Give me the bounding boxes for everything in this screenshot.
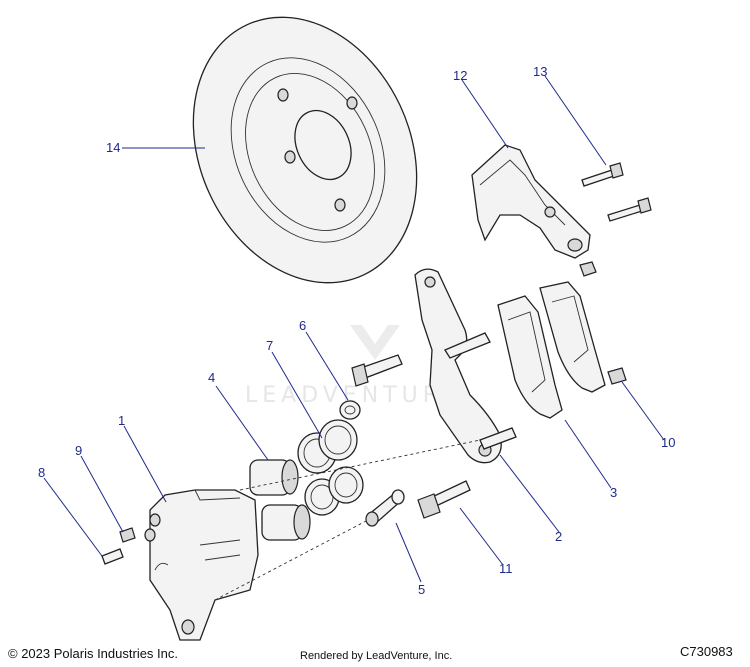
leader-lines: [43, 75, 665, 583]
callout-8: 8: [38, 465, 45, 480]
drawing-code: C730983: [680, 644, 733, 659]
part-bolt-11[interactable]: [417, 480, 471, 519]
part-bracket-bolts[interactable]: [581, 162, 652, 222]
callout-9: 9: [75, 443, 82, 458]
part-pistons[interactable]: [249, 459, 311, 541]
callout-14: 14: [106, 140, 120, 155]
part-caliper-bracket[interactable]: [471, 144, 591, 259]
part-brake-rotor[interactable]: [152, 0, 459, 319]
callout-5: 5: [418, 582, 425, 597]
callout-12: 12: [453, 68, 467, 83]
callout-10: 10: [661, 435, 675, 450]
part-small-bolts[interactable]: [579, 261, 627, 385]
callout-2: 2: [555, 529, 562, 544]
callout-13: 13: [533, 64, 547, 79]
callouts: 1 2 3 4 5 6 7 8 9 10 11 12 13 14: [38, 64, 675, 597]
callout-4: 4: [208, 370, 215, 385]
part-seals[interactable]: [297, 419, 364, 516]
copyright-text: © 2023 Polaris Industries Inc.: [8, 646, 178, 661]
rendered-by-text: Rendered by LeadVenture, Inc.: [300, 650, 453, 662]
part-caliper[interactable]: [144, 489, 259, 641]
part-bleeder[interactable]: [101, 527, 136, 565]
callout-1: 1: [118, 413, 125, 428]
callout-3: 3: [610, 485, 617, 500]
callout-7: 7: [266, 338, 273, 353]
callout-6: 6: [299, 318, 306, 333]
part-brake-pads[interactable]: [497, 281, 606, 419]
part-bolt-6[interactable]: [339, 354, 403, 420]
callout-11: 11: [499, 561, 513, 576]
part-pin-5[interactable]: [365, 489, 405, 527]
part-pad-support-plate[interactable]: [414, 268, 517, 464]
